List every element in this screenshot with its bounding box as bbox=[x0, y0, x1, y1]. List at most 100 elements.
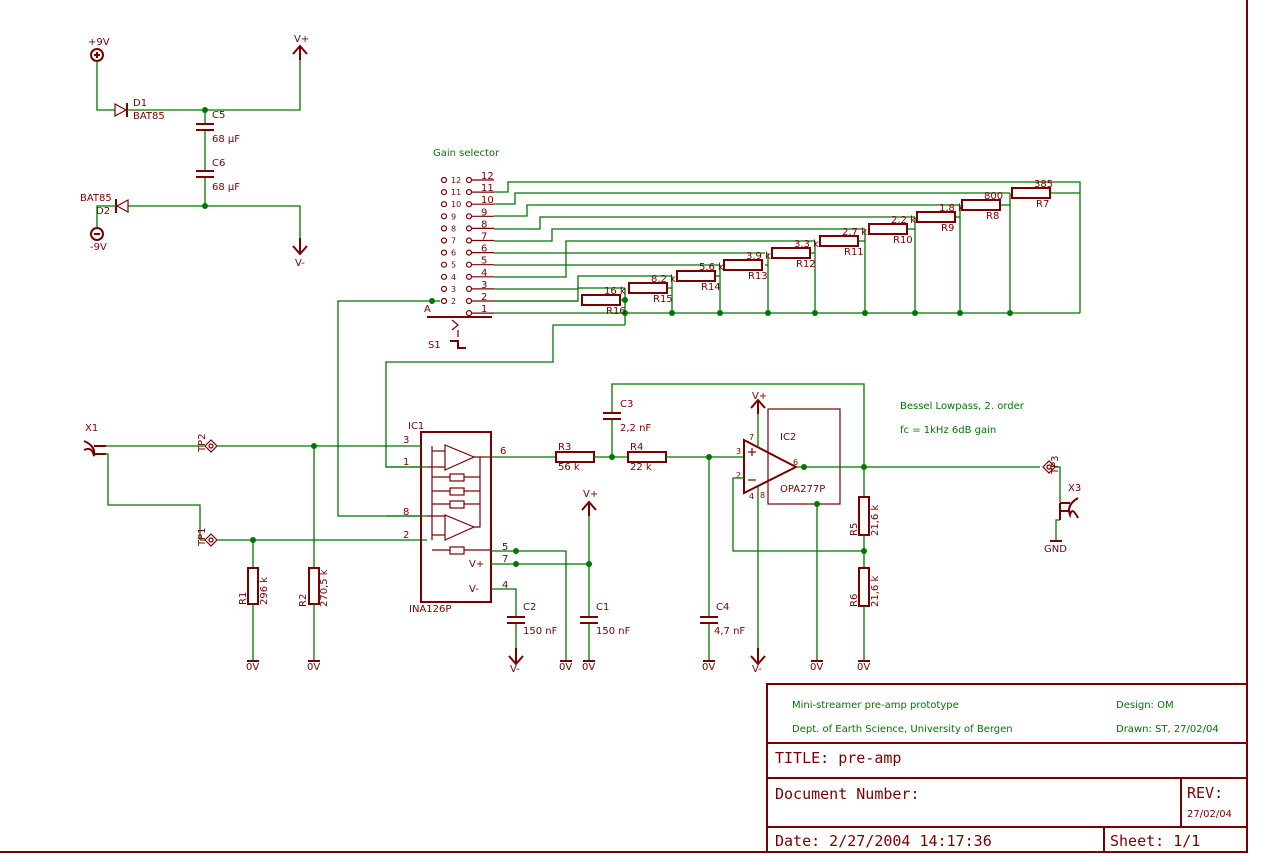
ic1-vplus: V+ bbox=[469, 559, 484, 570]
selector-right-pin-label: 5 bbox=[481, 256, 487, 267]
selector-right-pin-6 bbox=[465, 249, 473, 256]
gnd-ic2-label: 0V bbox=[810, 662, 823, 673]
department: Dept. of Earth Science, University of Be… bbox=[792, 724, 1013, 735]
ic2-pin8: 8 bbox=[760, 491, 765, 500]
resistor-r7-icon bbox=[1011, 187, 1051, 199]
selector-left-pin-11 bbox=[440, 189, 448, 196]
ic1-body bbox=[420, 431, 492, 603]
d2-diode-icon bbox=[115, 198, 129, 214]
gnd-r6-label: 0V bbox=[857, 662, 870, 673]
selector-right-pin-label: 1 bbox=[481, 304, 487, 315]
selector-left-pin-label: 6 bbox=[451, 249, 456, 258]
resistor-r12-icon bbox=[771, 247, 811, 259]
ic1-ref: IC1 bbox=[408, 421, 424, 432]
ic1-internal-opamp-top-icon bbox=[444, 444, 476, 471]
c1-capacitor-icon bbox=[580, 616, 598, 624]
plus-9v-label: +9V bbox=[88, 37, 110, 48]
r4-ref: R4 bbox=[630, 442, 643, 453]
r1-value: 296 k bbox=[259, 577, 270, 605]
filter-note-1: Bessel Lowpass, 2. order bbox=[900, 401, 1025, 412]
ic1-pin4: 4 bbox=[502, 580, 508, 591]
r1-resistor-icon bbox=[247, 567, 259, 605]
d2-value: BAT85 bbox=[80, 193, 112, 204]
selector-left-pin-7 bbox=[440, 237, 448, 244]
gain-selector-title: Gain selector bbox=[433, 148, 500, 159]
resistor-ref-label: R11 bbox=[844, 247, 864, 258]
selector-right-pin-10 bbox=[465, 201, 473, 208]
ic2-ref: IC2 bbox=[780, 432, 796, 443]
ic2-pin2: 2 bbox=[736, 471, 741, 480]
resistor-value-label: 8,2 k bbox=[651, 274, 676, 285]
r2-ref: R2 bbox=[298, 594, 309, 607]
resistor-r14-icon bbox=[676, 270, 716, 282]
d2-ref: D2 bbox=[96, 206, 110, 217]
selector-left-pin-label: 9 bbox=[451, 212, 456, 221]
r3-ref: R3 bbox=[558, 442, 571, 453]
s1-ref: S1 bbox=[428, 340, 441, 351]
resistor-value-label: 3,9 k bbox=[746, 251, 771, 262]
resistor-ref-label: R9 bbox=[941, 223, 954, 234]
document-number: Document Number: bbox=[775, 785, 920, 803]
vplus-label-ic1: V+ bbox=[583, 489, 598, 500]
title-block: Mini-streamer pre-amp prototype Dept. of… bbox=[766, 683, 1248, 853]
x3-connector-icon bbox=[1059, 497, 1079, 520]
r5-ref: R5 bbox=[849, 523, 860, 536]
minus-9v-label: -9V bbox=[90, 242, 107, 253]
selector-right-pin-12 bbox=[465, 176, 473, 184]
selector-right-pin-7 bbox=[465, 237, 473, 244]
c1-ref: C1 bbox=[596, 602, 609, 613]
ic1-pin5: 5 bbox=[502, 542, 508, 553]
tp2-ref: TP2 bbox=[197, 433, 208, 453]
ic2-pin4: 4 bbox=[749, 492, 754, 501]
selector-left-pin-label: 11 bbox=[451, 188, 461, 197]
resistor-value-label: 385 bbox=[1034, 179, 1053, 190]
r2-resistor-icon bbox=[308, 567, 320, 605]
tp1-ref: TP1 bbox=[197, 527, 208, 547]
selector-left-pin-label: 3 bbox=[451, 285, 456, 294]
s1-switch-icon bbox=[427, 316, 492, 349]
rev-label: REV: bbox=[1187, 784, 1223, 802]
selector-right-pin-2 bbox=[465, 297, 473, 305]
vplus-label-top: V+ bbox=[294, 34, 309, 45]
c4-value: 4,7 nF bbox=[714, 626, 745, 637]
c2-ref: C2 bbox=[523, 602, 536, 613]
minus-9v-source-icon bbox=[90, 227, 104, 241]
selector-right-pin-label: 2 bbox=[481, 292, 487, 303]
selector-right-pin-label: 4 bbox=[481, 268, 487, 279]
vminus-label-supply: V- bbox=[295, 258, 305, 269]
resistor-value-label: 2,2 k bbox=[891, 215, 916, 226]
selector-left-pin-9 bbox=[440, 213, 448, 220]
c5-value: 68 µF bbox=[212, 134, 240, 145]
c2-value: 150 nF bbox=[523, 626, 558, 637]
date-stamp: Date: 2/27/2004 14:17:36 bbox=[775, 832, 992, 850]
r4-resistor-icon bbox=[627, 451, 667, 463]
vminus-arrow-ic2-icon bbox=[750, 648, 766, 666]
resistor-value-label: 2,7 k bbox=[842, 227, 867, 238]
x1-ref: X1 bbox=[85, 423, 98, 434]
c2-capacitor-icon bbox=[507, 616, 525, 624]
r4-value: 22 k bbox=[630, 462, 652, 473]
selector-right-pin-5 bbox=[465, 261, 473, 268]
gnd-c1-label: 0V bbox=[582, 662, 595, 673]
ic1-internal-opamp-bottom-icon bbox=[444, 514, 476, 541]
ic2-pin6: 6 bbox=[793, 458, 798, 467]
ic2-part: OPA277P bbox=[780, 484, 825, 495]
r3-value: 56 k bbox=[558, 462, 580, 473]
resistor-r8-icon bbox=[961, 199, 1001, 211]
resistor-value-label: 16 k bbox=[604, 286, 626, 297]
vplus-label-ic2: V+ bbox=[752, 391, 767, 402]
gnd-c4-label: 0V bbox=[702, 662, 715, 673]
r5-value: 21,6 k bbox=[870, 505, 881, 536]
resistor-ref-label: R8 bbox=[986, 211, 999, 222]
d1-ref: D1 bbox=[133, 98, 147, 109]
project-name: Mini-streamer pre-amp prototype bbox=[792, 700, 959, 711]
vplus-arrow-icon bbox=[292, 44, 308, 60]
resistor-ref-label: R12 bbox=[796, 259, 816, 270]
filter-note-2: fc = 1kHz 6dB gain bbox=[900, 425, 996, 436]
resistor-ref-label: R14 bbox=[701, 282, 721, 293]
resistor-ref-label: R16 bbox=[606, 306, 626, 317]
selector-right-pin-8 bbox=[465, 225, 473, 232]
